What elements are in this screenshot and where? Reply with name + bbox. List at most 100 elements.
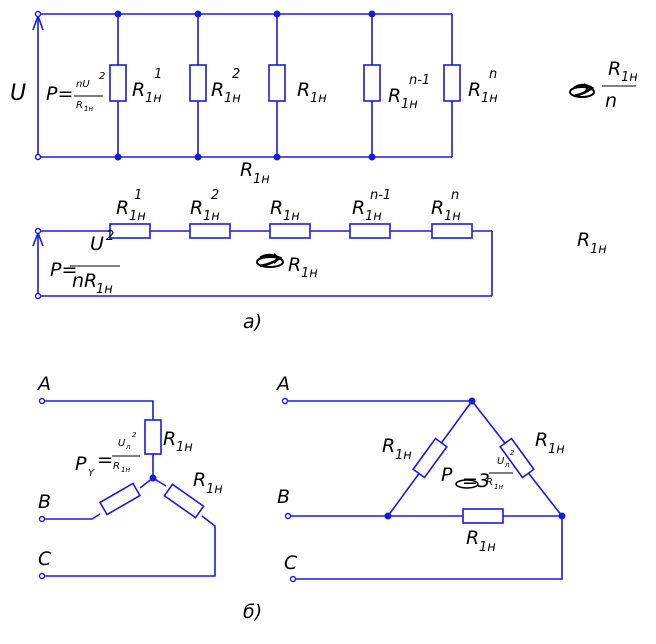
parallel-circuit: U P= nU 2 R 1н R 1н 1 R 1н 2 R 1н R 1н n [10, 10, 638, 187]
svg-text:R: R [190, 197, 203, 219]
part-b-label: б) [243, 601, 262, 623]
svg-text:U: U [90, 233, 104, 255]
parallel-power-formula: P= nU 2 R 1н [46, 71, 105, 113]
star-resistor-label-a: R 1н [163, 428, 193, 455]
series-resistor-1 [109, 223, 151, 239]
svg-text:R: R [76, 100, 83, 111]
svg-text:U: U [497, 456, 505, 467]
delta-connection: A B C R 1н R 1н R 1н P =3 U л 2 R 1н [275, 373, 566, 583]
svg-text:1н: 1н [365, 209, 382, 224]
svg-text:1н: 1н [203, 209, 220, 224]
svg-text:л: л [125, 443, 131, 451]
parallel-equivalent-resistance: R 1н n [569, 58, 638, 112]
svg-text:1н: 1н [395, 448, 412, 463]
delta-phase-b: B [277, 486, 290, 508]
svg-text:1н: 1н [548, 442, 565, 457]
series-resistor-n-1 [349, 223, 391, 239]
svg-text:R: R [240, 159, 253, 181]
delta-phase-a: A [275, 373, 290, 395]
svg-text:1: 1 [154, 67, 162, 82]
delta-resistor-ac [499, 437, 535, 479]
series-resistor-n [431, 223, 473, 239]
svg-text:R: R [270, 197, 283, 219]
part-a-label: а) [243, 311, 262, 333]
svg-text:1н: 1н [253, 172, 270, 187]
star-resistor-label-c: R 1н [193, 469, 223, 497]
star-phase-c: C [38, 548, 52, 570]
svg-text:P: P [75, 453, 87, 475]
voltage-label: U [10, 81, 26, 106]
series-equivalent-resistance: R 1н [256, 253, 318, 281]
svg-text:1: 1 [134, 188, 142, 203]
svg-text:=3: =3 [462, 470, 490, 492]
parallel-resistor-1 [109, 64, 127, 102]
parallel-resistor-label-n-1: R 1н n-1 [388, 73, 430, 112]
star-resistor-c [163, 483, 205, 519]
svg-text:1н: 1н [121, 466, 130, 474]
svg-text:1н: 1н [479, 540, 496, 555]
svg-text:R: R [116, 197, 129, 219]
svg-text:1н: 1н [401, 97, 418, 112]
parallel-resistor-label-3: R 1н [297, 79, 327, 106]
svg-text:R: R [466, 527, 479, 549]
svg-text:R: R [608, 58, 621, 80]
svg-text:n-1: n-1 [409, 73, 430, 88]
svg-text:=: = [97, 449, 113, 471]
series-resistor-label-1: R 1н 1 [116, 188, 146, 224]
series-resistor-label-2: R 1н 2 [190, 188, 220, 224]
delta-resistor-label-bc: R 1н [466, 527, 496, 555]
svg-text:R: R [211, 79, 224, 101]
svg-text:1н: 1н [310, 91, 327, 106]
parallel-resistor-n [443, 64, 461, 102]
svg-text:1н: 1н [301, 266, 318, 281]
svg-text:P: P [441, 464, 453, 486]
star-connection: A B C R 1н R 1н P Y = U л 2 R 1н [36, 373, 223, 580]
series-resistor-label-n: R 1н n [431, 188, 461, 224]
delta-power-formula: P =3 U л 2 R 1н [441, 449, 515, 492]
svg-text:2: 2 [510, 449, 515, 457]
star-phase-a: A [36, 373, 51, 395]
svg-text:2: 2 [232, 67, 240, 82]
svg-text:Y: Y [88, 468, 95, 479]
svg-text:1н: 1н [494, 483, 503, 491]
svg-text:R: R [297, 79, 310, 101]
parallel-resistor-label-2: R 1н 2 [211, 67, 241, 106]
svg-text:R: R [577, 229, 590, 251]
svg-text:2: 2 [106, 229, 114, 244]
junction-dots [114, 10, 376, 161]
parallel-resistor-label-1: R 1н 1 [132, 67, 162, 106]
delta-phase-c: C [284, 552, 298, 574]
svg-text:л: л [504, 461, 510, 469]
svg-text:n: n [451, 188, 459, 203]
svg-text:2: 2 [99, 71, 105, 82]
star-power-formula: P Y = U л 2 R 1н [75, 431, 140, 479]
svg-text:R: R [193, 469, 206, 491]
series-resistor-label-3: R 1н [270, 197, 300, 224]
star-resistor-a [144, 419, 162, 455]
svg-text:1н: 1н [145, 91, 162, 106]
series-resistor-label-n-1: R 1н n-1 [352, 188, 391, 224]
svg-text:1н: 1н [621, 70, 638, 85]
svg-text:1н: 1н [84, 105, 93, 113]
svg-text:R: R [486, 477, 493, 488]
delta-resistor-ab [412, 437, 448, 479]
parallel-resistor-n-1 [363, 64, 381, 102]
series-resistor-2 [189, 223, 231, 239]
star-resistor-b [98, 482, 142, 516]
series-right-label: R 1н [577, 229, 607, 257]
svg-text:R: R [382, 435, 395, 457]
svg-text:R: R [535, 429, 548, 451]
svg-text:R: R [352, 197, 365, 219]
svg-text:2: 2 [132, 431, 137, 439]
svg-text:U: U [118, 438, 126, 449]
parallel-resistor-label-n: R 1н n [468, 67, 498, 106]
svg-text:1н: 1н [481, 91, 498, 106]
delta-resistor-label-ab: R 1н [382, 435, 412, 463]
svg-text:1н: 1н [283, 209, 300, 224]
svg-text:1н: 1н [96, 282, 113, 297]
svg-text:R: R [132, 79, 145, 101]
svg-text:R: R [113, 461, 120, 472]
series-power-formula: P= U 2 nR 1н [50, 229, 120, 297]
delta-resistor-label-ac: R 1н [535, 429, 565, 457]
